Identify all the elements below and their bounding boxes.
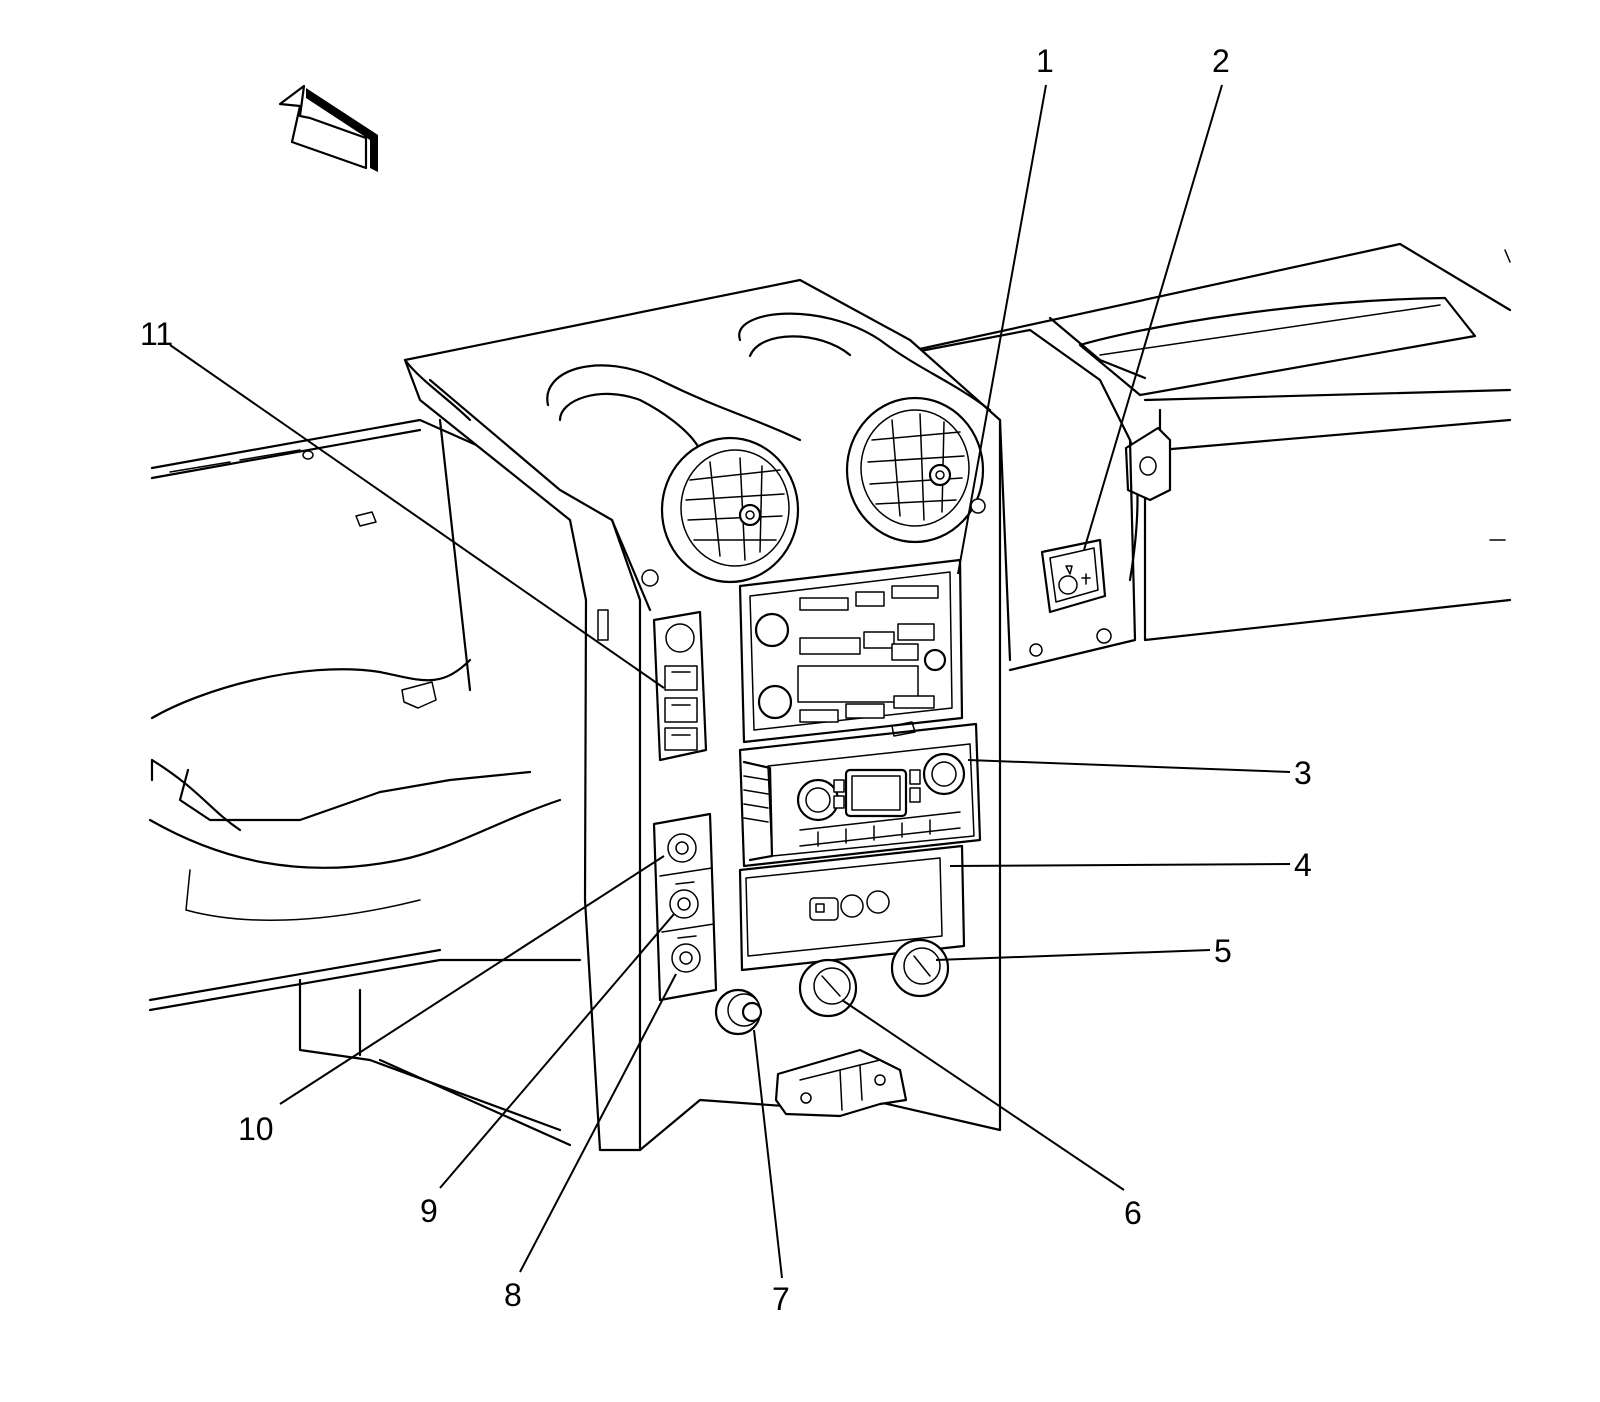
leader-11 — [169, 344, 665, 689]
callout-6: 6 — [1124, 1195, 1142, 1231]
leader-3 — [967, 759, 1291, 773]
callout-10: 10 — [238, 1111, 274, 1147]
leader-lines — [169, 84, 1291, 1279]
forward-direction-arrow-icon — [278, 84, 378, 172]
leader-10 — [279, 855, 665, 1105]
leader-5 — [935, 949, 1211, 961]
left-switch-strip — [652, 610, 708, 762]
callout-7: 7 — [772, 1281, 790, 1317]
callout-4: 4 — [1294, 847, 1312, 883]
leader-9 — [439, 913, 675, 1189]
lower-bracket — [774, 1048, 908, 1118]
callout-2: 2 — [1212, 43, 1230, 79]
callout-labels: 1 2 3 4 5 6 7 8 9 10 11 — [140, 43, 1312, 1317]
right-dash-section — [913, 242, 1512, 672]
callout-9: 9 — [420, 1193, 438, 1229]
callout-1: 1 — [1036, 43, 1054, 79]
leader-1 — [957, 84, 1047, 575]
callout-5: 5 — [1214, 933, 1232, 969]
callout-8: 8 — [504, 1277, 522, 1313]
leader-6 — [841, 999, 1125, 1191]
center-console — [403, 278, 1002, 1152]
accessory-switch-panel — [738, 844, 966, 972]
leader-2 — [1083, 84, 1223, 551]
climate-control-unit — [738, 721, 982, 868]
right-air-vent — [845, 396, 985, 544]
leader-8 — [519, 973, 677, 1273]
lower-left-switch-strip — [652, 812, 718, 1002]
callout-11: 11 — [140, 316, 173, 352]
left-dash-section — [148, 418, 607, 1147]
left-air-vent — [660, 436, 800, 584]
callout-3: 3 — [1294, 755, 1312, 791]
radio-unit — [738, 558, 964, 744]
leader-7 — [753, 1029, 783, 1279]
knob-row — [714, 938, 950, 1036]
leader-4 — [949, 863, 1291, 867]
